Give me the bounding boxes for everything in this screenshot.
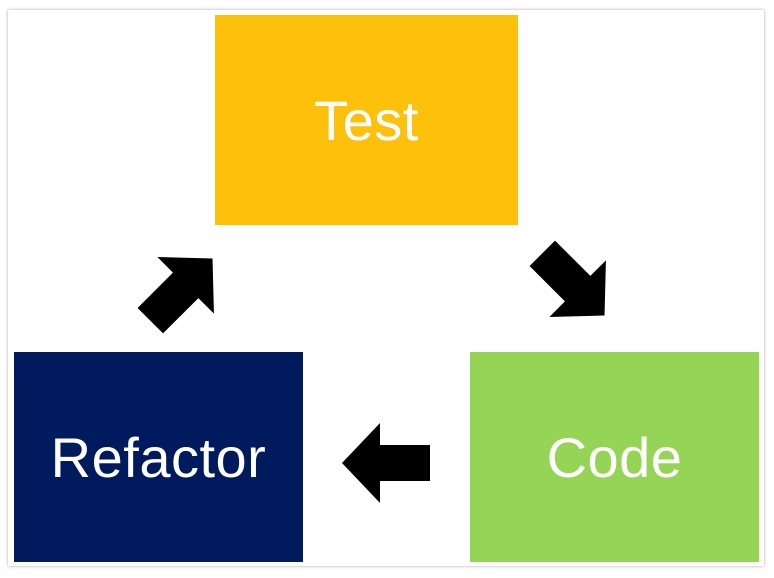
test-label: Test (314, 88, 419, 152)
refactor-label: Refactor (50, 425, 267, 489)
refactor-box: Refactor (14, 352, 303, 562)
code-box: Code (470, 352, 759, 562)
code-label: Code (546, 425, 683, 489)
test-box: Test (215, 15, 518, 225)
